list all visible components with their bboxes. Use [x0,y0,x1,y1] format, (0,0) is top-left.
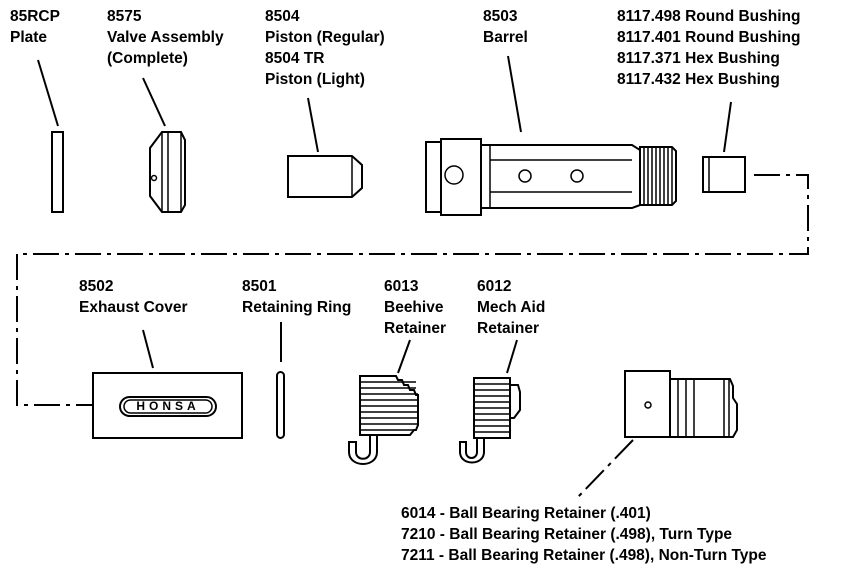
part-name: Valve Assembly [107,29,224,46]
part-name: Piston (Regular) [265,29,385,46]
part-name: Mech Aid [477,299,546,316]
barrel-8503 [425,55,677,216]
assembly-path-line [16,174,809,406]
retainer-line: 7211 - Ball Bearing Retainer (.498), Non… [401,547,767,564]
label-6013: 6013 Beehive Retainer [384,276,446,339]
mech-aid-retainer-6012 [459,339,521,464]
label-8503: 8503 Barrel [483,6,528,48]
label-8575: 8575 Valve Assembly (Complete) [107,6,224,69]
label-6012: 6012 Mech Aid Retainer [477,276,545,339]
part-number: 6013 [384,278,419,295]
beehive-retainer-6013 [348,339,419,465]
retaining-ring-8501 [276,322,285,439]
exhaust-cover-8502 [92,329,243,439]
piston-8504 [287,97,363,198]
plate-85rcp [37,59,64,213]
label-85rcp: 85RCP Plate [10,6,60,48]
part-name: Piston (Light) [265,71,365,88]
part-number: 8502 [79,278,114,295]
part-number: 8575 [107,8,142,25]
part-name: Retainer [477,320,540,337]
part-name: Barrel [483,29,528,46]
valve-assembly-8575 [142,77,186,213]
part-number: 6012 [477,278,512,295]
label-bushings: 8117.498 Round Bushing 8117.401 Round Bu… [617,6,800,90]
part-number: 85RCP [10,8,60,25]
part-number: 8501 [242,278,277,295]
bushing-line: 8117.401 Round Bushing [617,29,801,46]
bushing-line: 8117.371 Hex Bushing [617,50,780,67]
label-8502: 8502 Exhaust Cover [79,276,188,318]
part-name: Retaining Ring [242,299,352,316]
part-number: 8503 [483,8,518,25]
part-name: Exhaust Cover [79,299,188,316]
part-number: 8504 [265,8,300,25]
bushing-line: 8117.498 Round Bushing [617,8,801,25]
part-name: Plate [10,29,48,46]
label-8504: 8504 Piston (Regular) 8504 TR Piston (Li… [265,6,385,90]
part-number: 8504 TR [265,50,325,67]
honsa-logo-text: HONSA [136,399,200,413]
ball-bearing-retainer [577,370,738,498]
bushing-line: 8117.432 Hex Bushing [617,71,780,88]
label-ball-bearing-retainers: 6014 - Ball Bearing Retainer (.401) 7210… [401,503,767,566]
retainer-line: 7210 - Ball Bearing Retainer (.498), Tur… [401,526,733,543]
retainer-line: 6014 - Ball Bearing Retainer (.401) [401,505,651,522]
part-note: (Complete) [107,50,188,67]
part-name: Beehive [384,299,444,316]
part-name: Retainer [384,320,447,337]
bushing-8117 [702,101,746,193]
label-8501: 8501 Retaining Ring [242,276,351,318]
